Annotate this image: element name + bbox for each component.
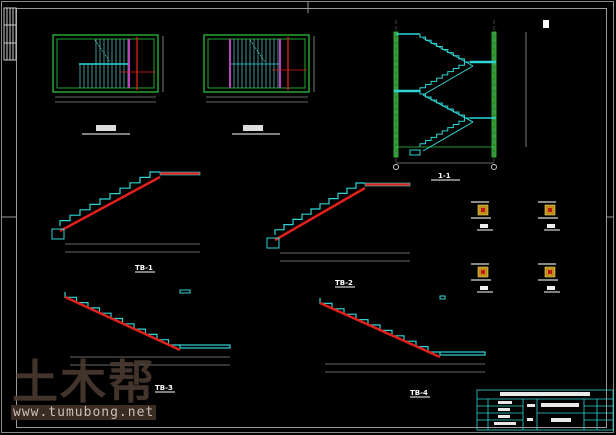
stair-flight-details: TB-1TB-2TB-3TB-4 bbox=[51, 171, 486, 398]
section-flight-soffit bbox=[422, 94, 474, 123]
node-label bbox=[480, 224, 488, 228]
section-flight-soffit bbox=[422, 65, 474, 96]
drawing-frame bbox=[16, 8, 607, 428]
stair-flight-2: TB-2 bbox=[266, 182, 411, 288]
landing-slab bbox=[439, 351, 486, 356]
landing-slab bbox=[179, 289, 191, 294]
stair-plan-2 bbox=[203, 34, 315, 103]
flight-steps bbox=[59, 171, 160, 226]
node-label bbox=[547, 224, 555, 228]
node-rebar bbox=[481, 270, 485, 274]
node-rebar bbox=[481, 208, 485, 212]
section-flight-steps bbox=[419, 61, 470, 91]
footing bbox=[266, 237, 280, 249]
landing-slab bbox=[159, 171, 201, 176]
section-title: 1-1 bbox=[438, 172, 451, 180]
landing-slab bbox=[364, 182, 411, 187]
stair-label: TB-1 bbox=[135, 264, 153, 272]
section-flight-steps bbox=[419, 117, 470, 147]
stair-flight-4: TB-4 bbox=[319, 295, 486, 398]
node-details bbox=[471, 201, 560, 293]
section-flight-steps bbox=[419, 34, 470, 63]
break-line bbox=[94, 39, 111, 63]
plan-titles bbox=[82, 125, 280, 135]
landing-slab bbox=[439, 295, 446, 300]
stair-label: TB-4 bbox=[410, 389, 428, 397]
flight-steps bbox=[319, 298, 440, 353]
landing-slab bbox=[179, 344, 231, 349]
stair-plan-1 bbox=[52, 34, 164, 103]
title-block bbox=[476, 389, 614, 431]
flight-slab bbox=[274, 186, 366, 242]
stair-flight-3: TB-3 bbox=[64, 289, 231, 393]
flight-steps bbox=[64, 292, 180, 346]
revision-grid bbox=[3, 7, 17, 61]
stair-label: TB-2 bbox=[335, 279, 353, 287]
flight-slab bbox=[319, 301, 441, 359]
section-flight-soffit bbox=[422, 37, 474, 67]
node-rebar bbox=[548, 208, 552, 212]
node-label bbox=[480, 286, 488, 290]
stair-flight-1: TB-1 bbox=[51, 171, 201, 273]
watermark-url: www.tumubong.net bbox=[11, 405, 157, 420]
node-detail-1 bbox=[471, 201, 493, 231]
break-line bbox=[249, 39, 266, 63]
section-flight-soffit bbox=[422, 121, 474, 152]
node-detail-3 bbox=[471, 263, 493, 293]
flight-slab bbox=[59, 175, 161, 233]
section-flight-steps bbox=[419, 91, 470, 119]
node-label bbox=[547, 286, 555, 290]
footing bbox=[51, 228, 65, 240]
stair-label: TB-3 bbox=[155, 384, 173, 392]
watermark-logo: 土木帮 bbox=[12, 355, 156, 409]
node-rebar bbox=[548, 270, 552, 274]
node-detail-4 bbox=[538, 263, 560, 293]
node-detail-2 bbox=[538, 201, 560, 231]
flight-steps bbox=[274, 182, 365, 235]
section-1-1: 1-1 bbox=[393, 20, 549, 181]
flight-slab bbox=[64, 295, 181, 352]
